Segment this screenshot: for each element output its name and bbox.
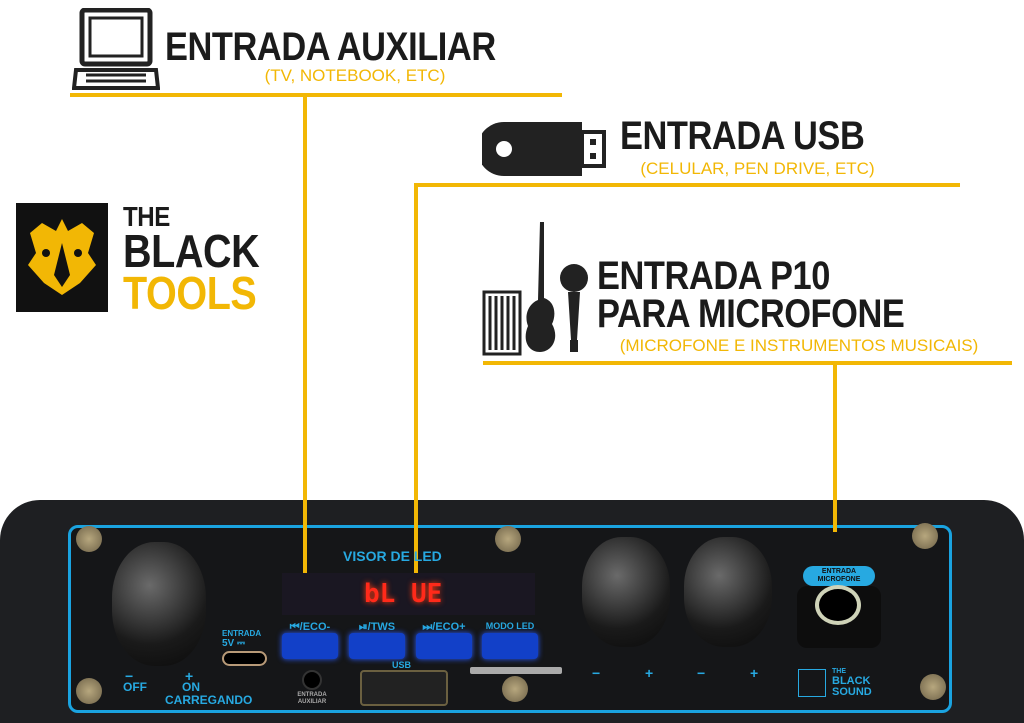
- mic-title-line2: PARA MICROFONE: [597, 292, 905, 336]
- prev-eco-minus-button[interactable]: [282, 633, 338, 659]
- btn-next-label: ⏭/ECO+: [422, 621, 466, 633]
- aux-pointer: [303, 93, 307, 615]
- screw: [495, 526, 521, 552]
- knob1-plus: +: [645, 665, 654, 681]
- visor-label: VISOR DE LED: [343, 548, 442, 564]
- screw: [76, 526, 102, 552]
- btn-play-label: ⏯/TWS: [358, 621, 396, 633]
- the-black-sound-logo: [798, 669, 826, 697]
- mic-line: [483, 361, 1012, 365]
- power-plus: +: [185, 668, 194, 684]
- aux-line: [70, 93, 562, 97]
- aux-subtitle: (TV, NOTEBOOK, ETC): [264, 66, 446, 85]
- mic-p10-jack[interactable]: [815, 585, 861, 625]
- modo-led-button[interactable]: [482, 633, 538, 659]
- rhino-logo-icon: [28, 219, 96, 295]
- mic-label-2: MICROFONE: [817, 576, 861, 583]
- btn-mode-label: MODO LED: [485, 621, 535, 631]
- usb-drive-icon: [482, 122, 606, 176]
- power-minus: −: [125, 668, 134, 684]
- aux-label-2: AUXILIAR: [297, 699, 327, 705]
- usb-label: USB: [392, 660, 412, 670]
- charging-label: CARREGANDO: [165, 693, 253, 707]
- mic-label-badge: ENTRADA MICROFONE: [803, 566, 875, 586]
- brand-line3: TOOLS: [123, 267, 257, 319]
- usbc-label-2: 5V ⎓: [222, 638, 245, 649]
- led-display: bL UE: [282, 573, 535, 615]
- knob2-minus: −: [697, 665, 706, 681]
- sound-brand-1: THE: [832, 668, 846, 675]
- usbc-label-1: ENTRADA: [222, 629, 262, 638]
- brand-logo: [16, 203, 108, 312]
- aux-pointer-overlay: [303, 500, 307, 615]
- power-volume-knob[interactable]: [112, 542, 206, 666]
- brand-line2: BLACK: [123, 225, 260, 277]
- knob2-plus: +: [750, 665, 759, 681]
- usb-subtitle: (CELULAR, PEN DRIVE, ETC): [640, 159, 875, 178]
- mic-pointer-overlay: [833, 500, 837, 532]
- aux-port[interactable]: [302, 670, 322, 690]
- aux-title: ENTRADA AUXILIAR: [165, 25, 496, 69]
- usb-title: ENTRADA USB: [620, 114, 865, 158]
- usb-line: [415, 183, 960, 187]
- sound-brand-2: BLACK: [832, 675, 871, 687]
- power-off-label: OFF: [123, 680, 147, 694]
- power-on-label: ON: [182, 680, 200, 694]
- next-eco-plus-button[interactable]: [416, 633, 472, 659]
- knob1-minus: −: [592, 665, 601, 681]
- screw: [912, 523, 938, 549]
- knob-2[interactable]: [684, 537, 772, 647]
- usbc-port[interactable]: [222, 651, 267, 666]
- laptop-icon: [72, 8, 160, 90]
- sound-brand-3: SOUND: [832, 686, 872, 698]
- play-tws-button[interactable]: [349, 633, 405, 659]
- usb-port[interactable]: [360, 670, 448, 706]
- screw: [502, 676, 528, 702]
- mic-title-line1: ENTRADA P10: [597, 254, 830, 298]
- usb-pointer-overlay: [414, 500, 418, 615]
- mic-pointer: [833, 361, 837, 533]
- music-instruments-icon: [482, 222, 588, 356]
- led-display-text: bL UE: [364, 579, 443, 609]
- btn-prev-label: ⏮/ECO-: [289, 621, 331, 633]
- knob-1[interactable]: [582, 537, 670, 647]
- usb-pointer: [414, 183, 418, 615]
- mic-subtitle: (MICROFONE E INSTRUMENTOS MUSICAIS): [619, 336, 979, 355]
- screw: [76, 678, 102, 704]
- brand-line1: THE: [123, 201, 170, 232]
- mic-label-1: ENTRADA: [821, 568, 857, 575]
- aux-label-1: ENTRADA: [297, 692, 327, 698]
- sd-card-slot[interactable]: [470, 667, 562, 674]
- screw: [920, 674, 946, 700]
